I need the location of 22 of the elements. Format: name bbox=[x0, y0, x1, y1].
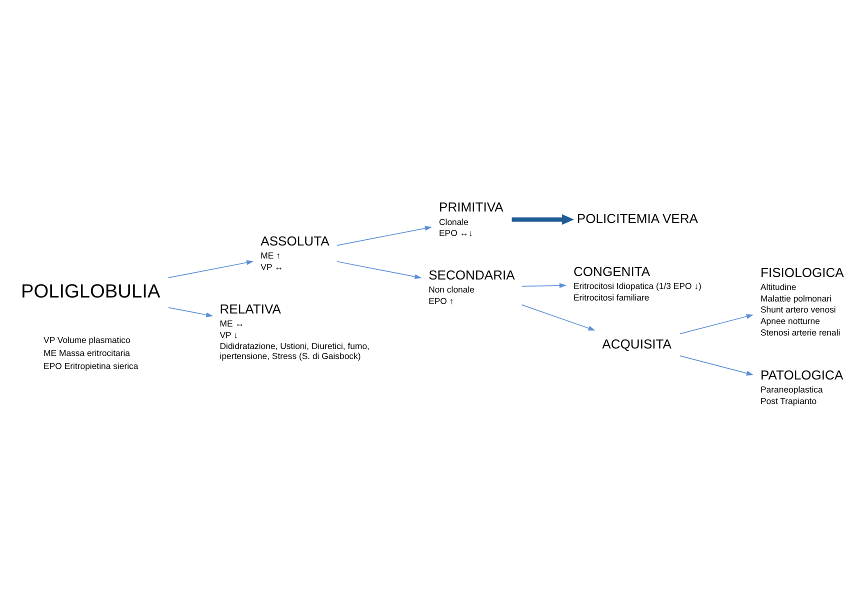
node-text: POLICITEMIA VERA bbox=[576, 211, 698, 226]
label: ME Massa eritrocitaria bbox=[44, 348, 130, 358]
arrow bbox=[336, 226, 432, 246]
label: EPO Eritropietina sierica bbox=[44, 361, 138, 372]
node-text: POLIGLOBULIA bbox=[20, 281, 160, 302]
node-text: PATOLOGICA Paraneoplastica Post Trapianto bbox=[760, 368, 844, 406]
arrow bbox=[168, 307, 214, 318]
arrow bbox=[521, 283, 566, 288]
arrow bbox=[521, 304, 596, 331]
node-text: ASSOLUTA ME ↑ VP ↔ bbox=[260, 234, 330, 272]
arrow bbox=[680, 314, 754, 334]
node-text: SECONDARIA Non clonale EPO ↑ bbox=[428, 268, 515, 306]
arrow bbox=[168, 260, 254, 278]
node-text: PRIMITIVA Clonale EPO ↔↓ bbox=[439, 200, 504, 238]
label: VP Volume plasmatico bbox=[44, 335, 130, 346]
node-text: RELATIVA ME ↔ VP ↓ Dididratazione, Ustioni, Diuretici, fumo, ipertensione, Stress (S. di Gaisbock) bbox=[220, 302, 370, 361]
node-text: ACQUISITA bbox=[602, 336, 672, 352]
arrow bbox=[336, 261, 422, 280]
node-text: CONGENITA Eritrocitosi Idiopatica (1/3 EPO ↓) Eritrocitosi familiare bbox=[573, 264, 702, 302]
arrow bbox=[512, 214, 574, 225]
arrow bbox=[680, 355, 754, 376]
node-text: FISIOLOGICA Altitudine Malattie polmonari Shunt artero venosi Apnee notturne Stenosi arterie renali bbox=[760, 264, 844, 338]
